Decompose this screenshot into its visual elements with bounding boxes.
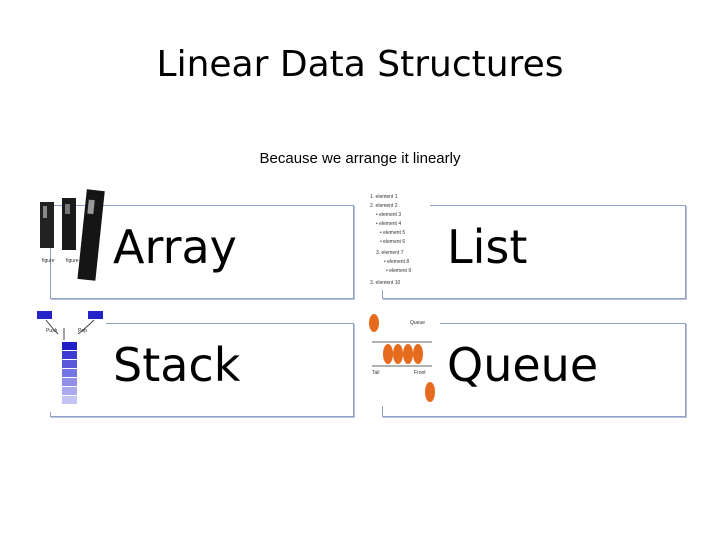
- list-item: 2. element 2: [370, 203, 398, 209]
- array-card: Array: [50, 205, 354, 299]
- list-item: 1. element 1: [370, 194, 398, 200]
- list-label: List: [447, 220, 528, 274]
- svg-text:Tail: Tail: [372, 370, 380, 376]
- stack-icon: Push Pop: [34, 308, 106, 412]
- stack-label: Stack: [113, 338, 241, 392]
- array-label: Array: [113, 220, 237, 274]
- queue-label: Queue: [447, 338, 599, 392]
- svg-text:Front: Front: [414, 370, 426, 376]
- list-card: List: [382, 205, 686, 299]
- list-item: • element 5: [380, 230, 405, 236]
- list-item: • element 6: [380, 239, 405, 245]
- list-item: • element 3: [376, 212, 401, 218]
- list-item: 3. element 10: [370, 280, 401, 286]
- list-item: • element 9: [386, 268, 411, 274]
- list-icon: 1. element 1 2. element 2 • element 3 • …: [366, 190, 430, 290]
- list-item: 3. element 7: [376, 250, 404, 256]
- array-icon: figure figure: [34, 186, 106, 286]
- svg-text:figure: figure: [42, 258, 55, 264]
- svg-text:figure: figure: [66, 258, 79, 264]
- list-item: • element 8: [384, 259, 409, 265]
- queue-icon: Queue Tail Front: [366, 310, 440, 406]
- slide-title: Linear Data Structures: [156, 44, 564, 85]
- svg-text:Queue: Queue: [410, 320, 425, 326]
- svg-text:Pop: Pop: [78, 328, 87, 334]
- slide-subtitle: Because we arrange it linearly: [259, 150, 461, 167]
- list-item: • element 4: [376, 221, 401, 227]
- svg-text:Push: Push: [46, 328, 58, 334]
